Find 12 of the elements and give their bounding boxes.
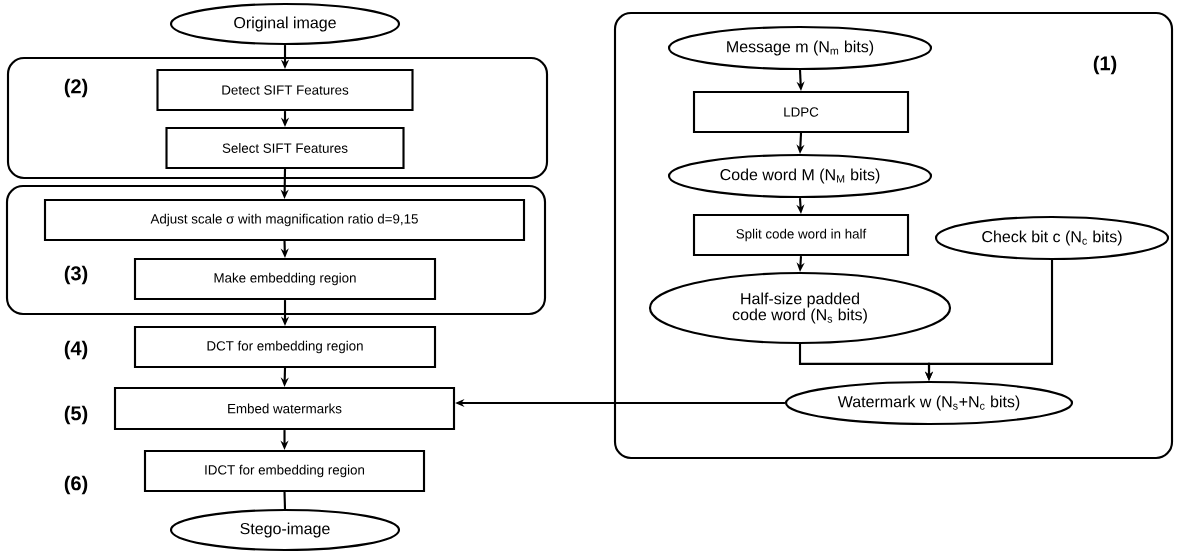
- process-box: Adjust scale σ with magnification ratio d=9,15: [43, 198, 526, 242]
- process-box: DCT for embedding region: [133, 325, 437, 369]
- step-number: (4): [64, 340, 88, 360]
- process-box: IDCT for embedding region: [143, 449, 426, 493]
- process-box: Split code word in half: [692, 213, 910, 257]
- process-box: Embed watermarks: [113, 386, 456, 431]
- process-box: Select SIFT Features: [165, 126, 405, 170]
- process-box: Make embedding region: [133, 257, 437, 301]
- process-box: Detect SIFT Features: [156, 68, 414, 112]
- process-box: LDPC: [692, 90, 910, 134]
- step-number: (6): [64, 475, 88, 495]
- step-number: (5): [64, 405, 88, 425]
